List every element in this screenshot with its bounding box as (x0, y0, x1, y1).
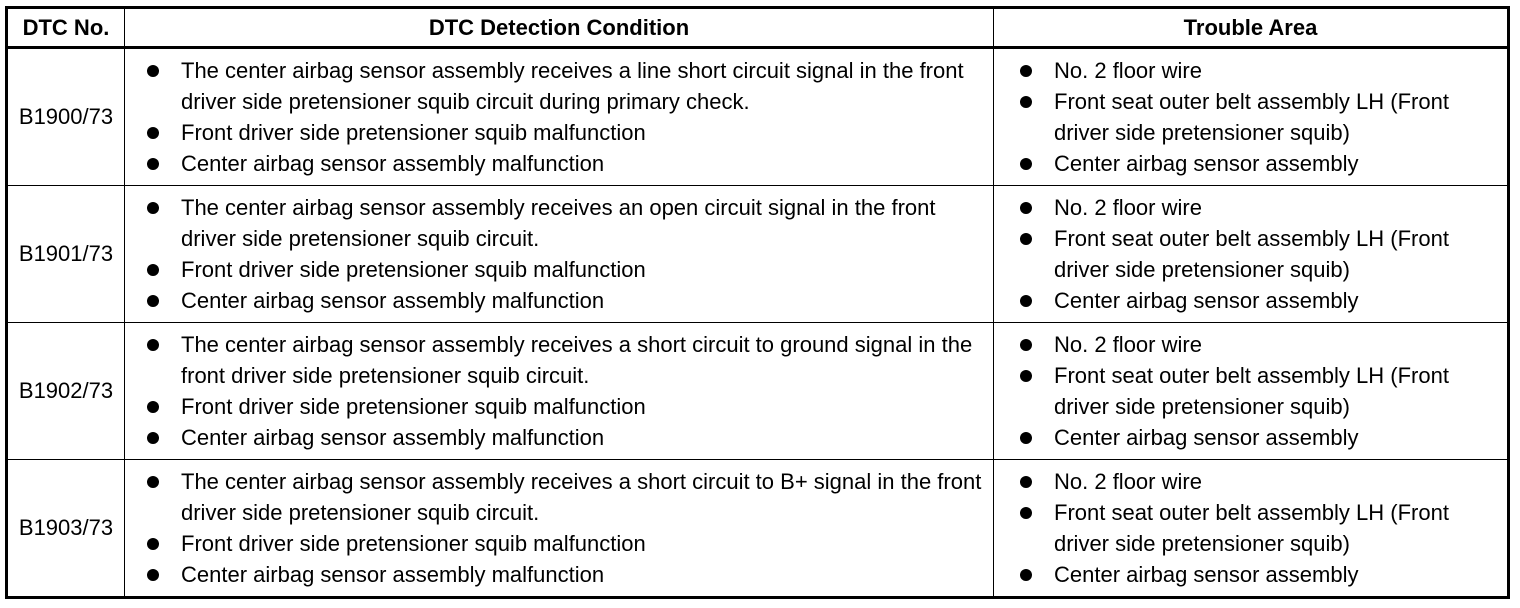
list-item: Front driver side pretensioner squib mal… (139, 391, 989, 422)
dtc-code: B1902/73 (6, 322, 125, 460)
trouble-area-cell: No. 2 floor wire Front seat outer belt a… (993, 185, 1509, 323)
condition-list: The center airbag sensor assembly receiv… (125, 466, 993, 590)
trouble-area-cell: No. 2 floor wire Front seat outer belt a… (993, 459, 1509, 598)
list-item: Front seat outer belt assembly LH (Front… (1012, 86, 1503, 148)
condition-list: The center airbag sensor assembly receiv… (125, 329, 993, 453)
list-item: Center airbag sensor assembly malfunctio… (139, 148, 989, 179)
detection-condition-cell: The center airbag sensor assembly receiv… (124, 185, 994, 323)
condition-list: The center airbag sensor assembly receiv… (125, 192, 993, 316)
list-item: Center airbag sensor assembly malfunctio… (139, 285, 989, 316)
list-item: Center airbag sensor assembly (1012, 559, 1503, 590)
header-trouble-area: Trouble Area (993, 7, 1509, 49)
list-item: Front seat outer belt assembly LH (Front… (1012, 223, 1503, 285)
table-row: B1901/73 The center airbag sensor assemb… (6, 185, 1509, 323)
list-item: No. 2 floor wire (1012, 329, 1503, 360)
list-item: Center airbag sensor assembly malfunctio… (139, 422, 989, 453)
trouble-area-cell: No. 2 floor wire Front seat outer belt a… (993, 47, 1509, 186)
list-item: Front seat outer belt assembly LH (Front… (1012, 497, 1503, 559)
list-item: The center airbag sensor assembly receiv… (139, 329, 989, 391)
header-condition: DTC Detection Condition (124, 7, 994, 49)
detection-condition-cell: The center airbag sensor assembly receiv… (124, 322, 994, 460)
list-item: Front driver side pretensioner squib mal… (139, 254, 989, 285)
list-item: No. 2 floor wire (1012, 466, 1503, 497)
list-item: The center airbag sensor assembly receiv… (139, 466, 989, 528)
area-list: No. 2 floor wire Front seat outer belt a… (994, 192, 1507, 316)
list-item: No. 2 floor wire (1012, 192, 1503, 223)
trouble-area-cell: No. 2 floor wire Front seat outer belt a… (993, 322, 1509, 460)
list-item: Center airbag sensor assembly (1012, 285, 1503, 316)
list-item: Front seat outer belt assembly LH (Front… (1012, 360, 1503, 422)
list-item: The center airbag sensor assembly receiv… (139, 192, 989, 254)
dtc-table: DTC No. DTC Detection Condition Trouble … (5, 6, 1510, 599)
area-list: No. 2 floor wire Front seat outer belt a… (994, 55, 1507, 179)
list-item: Center airbag sensor assembly malfunctio… (139, 559, 989, 590)
dtc-code: B1901/73 (6, 185, 125, 323)
detection-condition-cell: The center airbag sensor assembly receiv… (124, 459, 994, 598)
detection-condition-cell: The center airbag sensor assembly receiv… (124, 47, 994, 186)
header-row: DTC No. DTC Detection Condition Trouble … (6, 7, 1509, 49)
header-dtc-no: DTC No. (6, 7, 125, 49)
area-list: No. 2 floor wire Front seat outer belt a… (994, 466, 1507, 590)
list-item: No. 2 floor wire (1012, 55, 1503, 86)
table-row: B1903/73 The center airbag sensor assemb… (6, 459, 1509, 598)
dtc-code: B1903/73 (6, 459, 125, 598)
area-list: No. 2 floor wire Front seat outer belt a… (994, 329, 1507, 453)
list-item: The center airbag sensor assembly receiv… (139, 55, 989, 117)
list-item: Center airbag sensor assembly (1012, 422, 1503, 453)
list-item: Center airbag sensor assembly (1012, 148, 1503, 179)
table-row: B1902/73 The center airbag sensor assemb… (6, 322, 1509, 460)
list-item: Front driver side pretensioner squib mal… (139, 117, 989, 148)
table-row: B1900/73 The center airbag sensor assemb… (6, 47, 1509, 186)
condition-list: The center airbag sensor assembly receiv… (125, 55, 993, 179)
dtc-code: B1900/73 (6, 47, 125, 186)
list-item: Front driver side pretensioner squib mal… (139, 528, 989, 559)
